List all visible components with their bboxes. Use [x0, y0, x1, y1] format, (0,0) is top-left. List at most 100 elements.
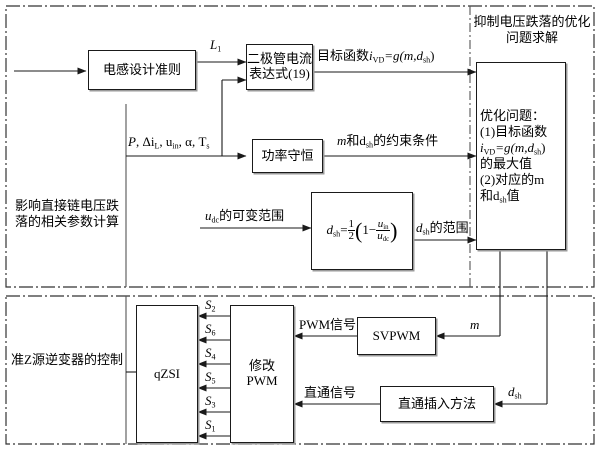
dsh-range-sub: sh — [422, 227, 430, 237]
param-Ts-sub: s — [206, 141, 210, 151]
box-qzsi-label: qZSI — [154, 365, 180, 381]
edge-label-udc-range: udc的可变范围 — [205, 208, 284, 225]
left-top-caption-text: 影响直接链电压跌落的相关参数计算 — [14, 198, 119, 229]
dsh-formula-den: 2 — [348, 230, 355, 243]
edge-label-L1: L1 — [210, 37, 222, 54]
left-top-caption: 影响直接链电压跌落的相关参数计算 — [10, 198, 124, 229]
optimization-line-4: 的最大值 — [480, 156, 533, 171]
edge-label-pwm-signal: PWM信号 — [299, 317, 357, 333]
pwm-signal-text: PWM信号 — [299, 317, 357, 332]
edge-label-L1-sub: 1 — [217, 44, 222, 54]
switch-signal-s2: S2 — [205, 297, 216, 313]
box-qzsi[interactable]: qZSI — [136, 305, 198, 443]
switch-signal-s6: S6 — [205, 321, 216, 337]
switch-signal-s1-var: S — [205, 417, 212, 432]
dsh-formula-ratio-num-sub: in — [383, 223, 389, 231]
edge-label-dsh-range: dsh的范围 — [416, 220, 469, 237]
box-optimization-problem[interactable]: 优化问题： (1)目标函数 iVD=g(m,dsh) 的最大值 (2)对应的m … — [476, 62, 566, 250]
objective-fn-text: 目标函数 — [317, 48, 370, 63]
constraint-m: m — [337, 133, 347, 148]
switch-signal-s6-sub: 6 — [211, 328, 216, 338]
optimization-line-1: 优化问题： — [480, 108, 546, 124]
switch-signal-s5: S5 — [205, 369, 216, 385]
optimization-gfun-sub: sh — [534, 147, 542, 157]
objective-fn-close: ) — [430, 48, 435, 63]
dsh-formula-one: 1 — [362, 221, 369, 237]
box-diode-current-line2: 表达式(19) — [249, 66, 310, 81]
m-value-var: m — [470, 317, 480, 332]
box-svpwm[interactable]: SVPWM — [357, 317, 436, 355]
box-diode-current-expression[interactable]: 二极管电流 表达式(19) — [246, 44, 313, 90]
left-bottom-caption-text: 准Z源逆变器的控制 — [11, 352, 123, 367]
dsh-formula-eq: = — [340, 221, 348, 237]
param-alpha: , α — [178, 134, 192, 149]
edge-label-parameters: P, ΔiL, uin, α, Ts — [128, 134, 210, 151]
top-panel-title-text: 抑制电压跌落的优化问题求解 — [473, 14, 591, 45]
dsh-formula-num: 1 — [347, 217, 356, 232]
param-delta-iL-sub: L — [154, 141, 160, 151]
edge-label-objective-function: 目标函数iVD=g(m,dsh) — [317, 48, 435, 65]
switch-signal-s4: S4 — [205, 345, 216, 361]
dsh-range-text: 的范围 — [429, 220, 469, 235]
objective-fn-ivd-sub: VD — [372, 55, 385, 65]
switch-signal-s6-var: S — [205, 321, 212, 336]
dsh-formula-ratio-num: uin — [376, 218, 391, 232]
left-bottom-caption: 准Z源逆变器的控制 — [10, 352, 124, 368]
dsh-formula-ratio-den-sub: dc — [382, 236, 390, 244]
top-panel-title: 抑制电压跌落的优化问题求解 — [470, 14, 594, 45]
switch-signal-s2-var: S — [205, 297, 212, 312]
dsh-value-sub: sh — [514, 391, 522, 401]
switch-signal-s3-sub: 3 — [211, 400, 216, 410]
param-uin-sub: in — [172, 141, 179, 151]
box-inductor-design-label: 电感设计准则 — [102, 61, 181, 77]
constraint-text: 的约束条件 — [373, 133, 439, 148]
switch-signal-s5-sub: 5 — [211, 376, 216, 386]
dsh-formula-minus: − — [368, 221, 377, 237]
box-modify-pwm[interactable]: 修改 PWM — [230, 305, 294, 443]
box-power-conservation[interactable]: 功率守恒 — [252, 139, 323, 173]
optimization-dsh-sub: sh — [499, 194, 507, 204]
box-inductor-design-criteria[interactable]: 电感设计准则 — [88, 50, 196, 90]
shoot-through-signal-text: 直通信号 — [304, 385, 357, 400]
param-Ts: , T — [191, 134, 207, 149]
optimization-line-2: (1)目标函数 — [480, 124, 548, 140]
edge-label-m: m — [470, 317, 480, 333]
switch-signal-s5-var: S — [205, 369, 212, 384]
constraint-dsh: 和d — [346, 133, 366, 148]
optimization-dsh-suffix: 值 — [506, 187, 520, 203]
box-diode-current-line1: 二极管电流 — [247, 51, 313, 67]
edge-label-L1-var: L — [210, 37, 218, 52]
box-modify-pwm-line1: 修改 — [248, 358, 275, 374]
box-svpwm-label: SVPWM — [372, 327, 421, 343]
udc-range-sub: dc — [211, 215, 220, 225]
optimization-gfun-close: ) — [541, 140, 546, 156]
optimization-ivd-sub: VD — [483, 147, 496, 157]
top-panel-border — [5, 5, 595, 288]
switch-signal-s2-sub: 2 — [211, 304, 216, 314]
param-P: P — [128, 134, 136, 149]
optimization-gfun: =g(m,d — [495, 140, 534, 156]
switch-signal-s4-sub: 4 — [211, 352, 216, 362]
objective-fn-ivd: i — [369, 48, 373, 63]
box-shoot-through-insertion-label: 直通插入方法 — [397, 395, 476, 411]
switch-signal-s1-sub: 1 — [211, 424, 216, 434]
dsh-formula-ratio-den: udc — [376, 230, 390, 244]
optimization-line-6: 和dsh值 — [480, 188, 520, 204]
dsh-value-var: d — [508, 384, 515, 399]
bottom-panel-border — [5, 295, 595, 445]
udc-range-var: u — [205, 208, 212, 223]
optimization-line-3: iVD=g(m,dsh) — [480, 140, 546, 156]
constraint-dsh-sub: sh — [365, 140, 374, 150]
optimization-dsh-text: 和d — [480, 187, 500, 203]
dsh-range-var: d — [416, 220, 423, 235]
box-shoot-through-insertion[interactable]: 直通插入方法 — [380, 386, 494, 422]
box-modify-pwm-line2: PWM — [246, 373, 278, 388]
edge-label-shoot-through-signal: 直通信号 — [304, 385, 357, 401]
dsh-formula-lhs-sub: sh — [333, 228, 341, 238]
dsh-formula-paren-close: ) — [390, 217, 398, 243]
